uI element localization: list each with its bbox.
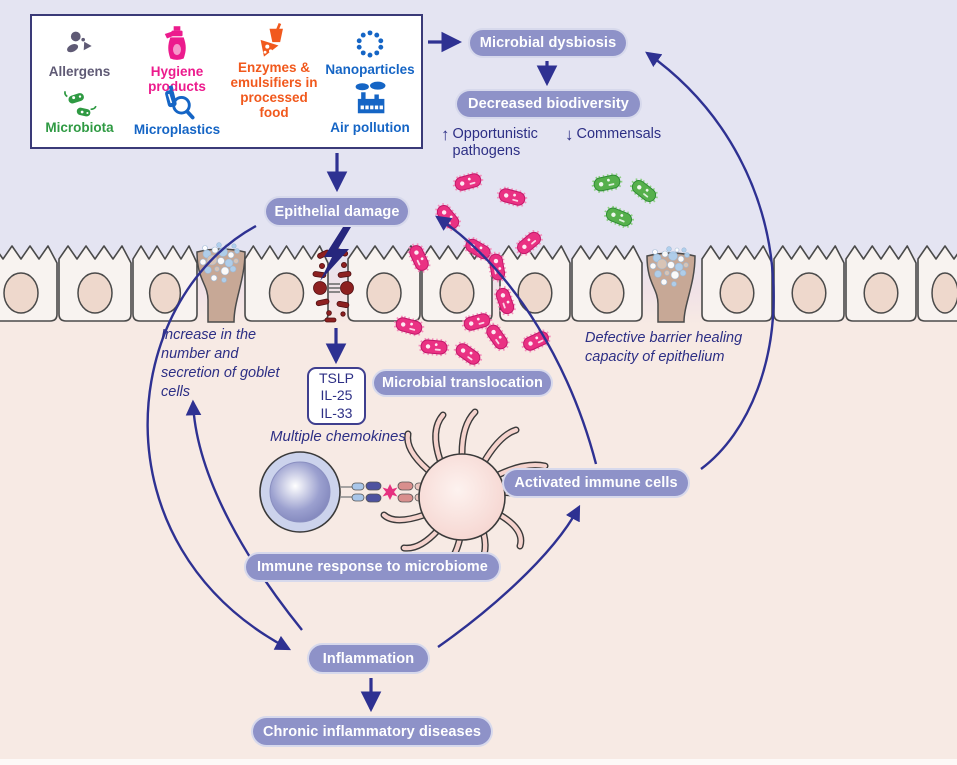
factor-label: Hygiene products [148, 64, 206, 95]
nanoparticles-icon [356, 30, 384, 58]
factor-item-hygiene: Hygiene products [132, 24, 222, 94]
node-epithelial-damage: Epithelial damage [264, 196, 410, 227]
note-barrier-healing: Defective barrier healing capacity of ep… [585, 330, 743, 365]
t-cell [259, 451, 341, 533]
receptor-synapse-icon [340, 481, 446, 503]
note-goblet-cells: Increase in the number and secretion of … [161, 327, 280, 400]
commensal-bacterium-icon [629, 178, 659, 204]
tight-junction-damage-icon [312, 248, 354, 323]
up-arrow-icon: ↑ [441, 125, 450, 144]
pathogen-bacterium-icon [463, 237, 493, 261]
node-chronic-diseases: Chronic inflammatory diseases [251, 716, 493, 747]
node-inflammation: Inflammation [307, 643, 430, 674]
factor-label: Microplastics [133, 122, 221, 137]
cytokine-line: IL-25 [320, 387, 353, 404]
pathogen-bacterium-icon [484, 322, 510, 352]
bottom-strip [0, 759, 957, 765]
factor-label: Allergens [48, 64, 111, 79]
factor-label: Microbiota [45, 120, 114, 135]
factor-item-microbiota: Microbiota [32, 88, 127, 135]
arc-immune-to-damage [435, 215, 598, 465]
node-immune-response: Immune response to microbiome [244, 552, 501, 582]
lightning-bolt-icon [320, 227, 351, 281]
pathogen-bacterium-icon [487, 251, 507, 283]
pathogen-bacterium-icon [452, 171, 484, 193]
down-arrow-icon: ↓ [565, 125, 574, 144]
microbiota-icon [63, 91, 97, 117]
commensal-bacterium-icon [591, 173, 623, 193]
pathogen-bacterium-icon [418, 337, 450, 357]
opportunistic-text: Opportunistic pathogens [452, 126, 538, 160]
node-decreased-biodiversity: Decreased biodiversity [455, 89, 642, 119]
pathogen-bacterium-icon [521, 329, 551, 353]
commensal-bacterium-icon [604, 205, 634, 229]
note-multiple-chemokines: Multiple chemokines [270, 428, 406, 445]
factor-label: Air pollution [330, 120, 410, 135]
factor-item-allergens: Allergens [32, 28, 127, 79]
factor-label: Enzymes & emulsifiers in processed food [230, 60, 318, 121]
factor-item-processed-food: Enzymes & emulsifiers in processed food [224, 22, 324, 120]
pathogen-bacterium-icon [407, 243, 431, 273]
air-pollution-icon [355, 81, 386, 114]
label-commensals: ↓ Commensals [565, 126, 661, 143]
node-microbial-dysbiosis: Microbial dysbiosis [468, 28, 628, 58]
pathogen-bacterium-icon [496, 186, 528, 208]
cytokine-line: TSLP [318, 369, 354, 386]
pathogen-bacterium-icon [435, 203, 461, 231]
pathogen-bacterium-icon [494, 285, 516, 317]
allergens-icon [66, 31, 92, 53]
pathogen-bacterium-icon [393, 315, 425, 337]
commensals-text: Commensals [576, 126, 662, 142]
pathogen-bacterium-icon [461, 311, 493, 333]
factor-label: Nanoparticles [325, 62, 415, 77]
label-opportunistic-pathogens: ↑ Opportunistic pathogens [441, 126, 561, 161]
node-microbial-translocation: Microbial translocation [372, 369, 553, 397]
processed-food-icon [260, 22, 283, 57]
goblet-cells [196, 242, 696, 323]
microplastics-icon [165, 85, 195, 120]
cytokine-box: TSLP IL-25 IL-33 [307, 367, 366, 425]
factor-item-microplastics: Microplastics [132, 84, 222, 137]
pathogen-bacterium-icon [453, 341, 483, 367]
node-activated-immune-cells: Activated immune cells [502, 468, 690, 498]
hygiene-products-icon [164, 26, 186, 60]
arc-immune-to-dysbiosis [645, 51, 775, 470]
arc-damage-to-inflammation [146, 224, 292, 651]
factor-item-nanoparticles: Nanoparticles [320, 26, 420, 77]
cytokine-line: IL-33 [320, 404, 353, 421]
environmental-factors-box: Allergens Hygiene products Enzymes & emu… [30, 14, 423, 149]
pathogen-bacterium-icon [515, 230, 543, 256]
factor-item-air-pollution: Air pollution [320, 80, 420, 135]
epithelium-band [0, 245, 957, 322]
antigen-icon [382, 484, 398, 500]
